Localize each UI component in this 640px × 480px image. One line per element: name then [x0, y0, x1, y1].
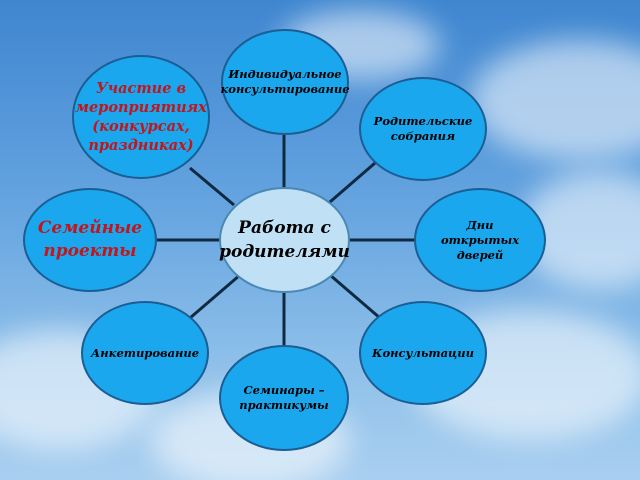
node-label-line: открытых дверей — [440, 232, 520, 262]
node-label-line: собрания — [390, 129, 456, 143]
node-label-line: Участие в — [95, 80, 187, 97]
central-node-work-with-parents: Работа с родителями — [219, 187, 350, 293]
node-label-line: мероприятиях — [75, 99, 207, 116]
node-events-participation: Участие в мероприятиях (конкурсах, празд… — [72, 55, 210, 179]
node-label-line: Семейные — [37, 218, 143, 238]
node-label-line: (конкурсах, — [92, 118, 190, 135]
node-seminars: Семинары – практикумы — [219, 345, 349, 451]
node-label-line: Анкетирование — [90, 345, 200, 360]
node-label-line: праздниках) — [88, 137, 194, 154]
node-consultations: Консультации — [359, 301, 487, 405]
node-family-projects: Семейные проекты — [23, 188, 157, 292]
node-label-line: практикумы — [239, 398, 329, 412]
node-label-line: Семинары – — [243, 383, 325, 397]
node-questionnaire: Анкетирование — [81, 301, 209, 405]
node-label-line: Родительские — [373, 114, 473, 128]
node-label-line: Консультации — [372, 345, 474, 360]
connector-questionnaire — [189, 273, 241, 320]
node-label-line: Индивидуальное — [228, 67, 342, 81]
center-line-1: Работа с — [238, 218, 331, 238]
node-open-days: Дни открытых дверей — [414, 188, 546, 292]
connector-parent-meetings — [322, 161, 376, 210]
center-line-2: родителями — [219, 242, 350, 262]
connector-events-participation — [189, 166, 235, 207]
node-parent-meetings: Родительские собрания — [359, 77, 487, 181]
connector-consultations — [329, 273, 381, 320]
node-label-line: Дни — [466, 217, 494, 232]
node-label-line: консультирование — [220, 82, 350, 96]
node-individual-consulting: Индивидуальное консультирование — [220, 29, 350, 135]
node-label-line: проекты — [43, 241, 137, 261]
